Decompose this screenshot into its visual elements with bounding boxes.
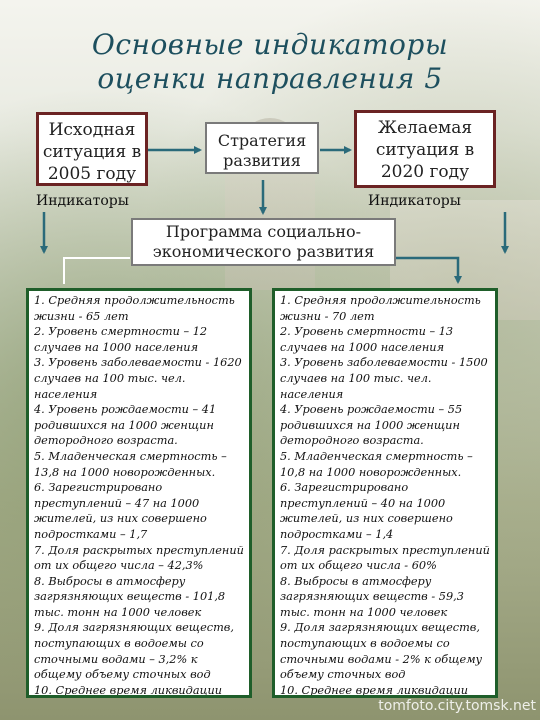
list-item: 4. Уровень рождаемости – 41 родившихся н… [34,403,217,448]
strategy-line-1: Стратегия [217,131,307,150]
indicators-label-left: Индикаторы [36,193,129,209]
arrow-program-to-right-panel [396,256,462,284]
initial-line-3: 2005 году [47,164,137,184]
list-item: 3. Уровень заболеваемости - 1620 случаев… [34,356,242,401]
desired-line-3: 2020 году [380,162,470,182]
title-line-1: Основные индикаторы [91,28,449,61]
initial-line-1: Исходная [48,120,136,140]
title-line-2: оценки направления 5 [97,62,443,95]
arrow-program-to-left-panel [63,257,130,284]
list-item: 1. Средняя продолжительность жизни - 65 … [34,294,235,323]
list-item: 9. Доля загрязняющих веществ, поступающи… [34,621,234,682]
list-item: 4. Уровень рождаемости – 55 родившихся н… [280,403,463,448]
strategy-line-2: развития [223,151,301,170]
list-item: 7. Доля раскрытых преступлений от их общ… [34,543,244,573]
list-item: 5. Младенческая смертность – 10,8 на 100… [280,449,473,479]
desired-situation-box: Желаемая ситуация в 2020 году [354,110,496,188]
program-line-2: экономического развития [152,242,375,261]
indicators-2020-panel: 1. Средняя продолжительность жизни - 70 … [272,288,498,698]
list-item: 8. Выбросы в атмосферу загрязняющих веще… [280,574,464,619]
strategy-box: Стратегия развития [205,122,319,174]
list-item: 1. Средняя продолжительность жизни - 70 … [280,294,481,323]
list-item: 2. Уровень смертности – 13 случаев на 10… [280,325,454,354]
program-box: Программа социально- экономического разв… [131,218,396,266]
initial-situation-box: Исходная ситуация в 2005 году [36,112,148,186]
list-item: 6. Зарегистрировано преступлений – 40 на… [280,481,453,541]
watermark: tomfoto.city.tomsk.net [378,698,536,714]
initial-line-2: ситуация в [42,142,142,162]
list-item: 2. Уровень смертности – 12 случаев на 10… [34,325,208,354]
list-item: 9. Доля загрязняющих веществ, поступающи… [280,621,483,682]
list-item: 7. Доля раскрытых преступлений от их общ… [280,543,490,573]
list-item: 10. Среднее время ликвидации аварий инже… [34,683,223,697]
list-item: 3. Уровень заболеваемости - 1500 случаев… [280,356,488,401]
desired-line-1: Желаемая [377,118,473,138]
indicators-2005-panel: 1. Средняя продолжительность жизни - 65 … [26,288,252,698]
indicators-label-right: Индикаторы [368,193,461,209]
page-title: Основные индикаторы оценки направления 5 [0,28,540,96]
list-item: 6. Зарегистрировано преступлений – 47 на… [34,481,207,541]
list-item: 8. Выбросы в атмосферу загрязняющих веще… [34,574,226,619]
list-item: 10. Среднее время ликвидации аварий инже… [280,683,469,697]
list-item: 5. Младенческая смертность – 13,8 на 100… [34,449,227,479]
desired-line-2: ситуация в [375,140,475,160]
program-line-1: Программа социально- [165,222,362,241]
